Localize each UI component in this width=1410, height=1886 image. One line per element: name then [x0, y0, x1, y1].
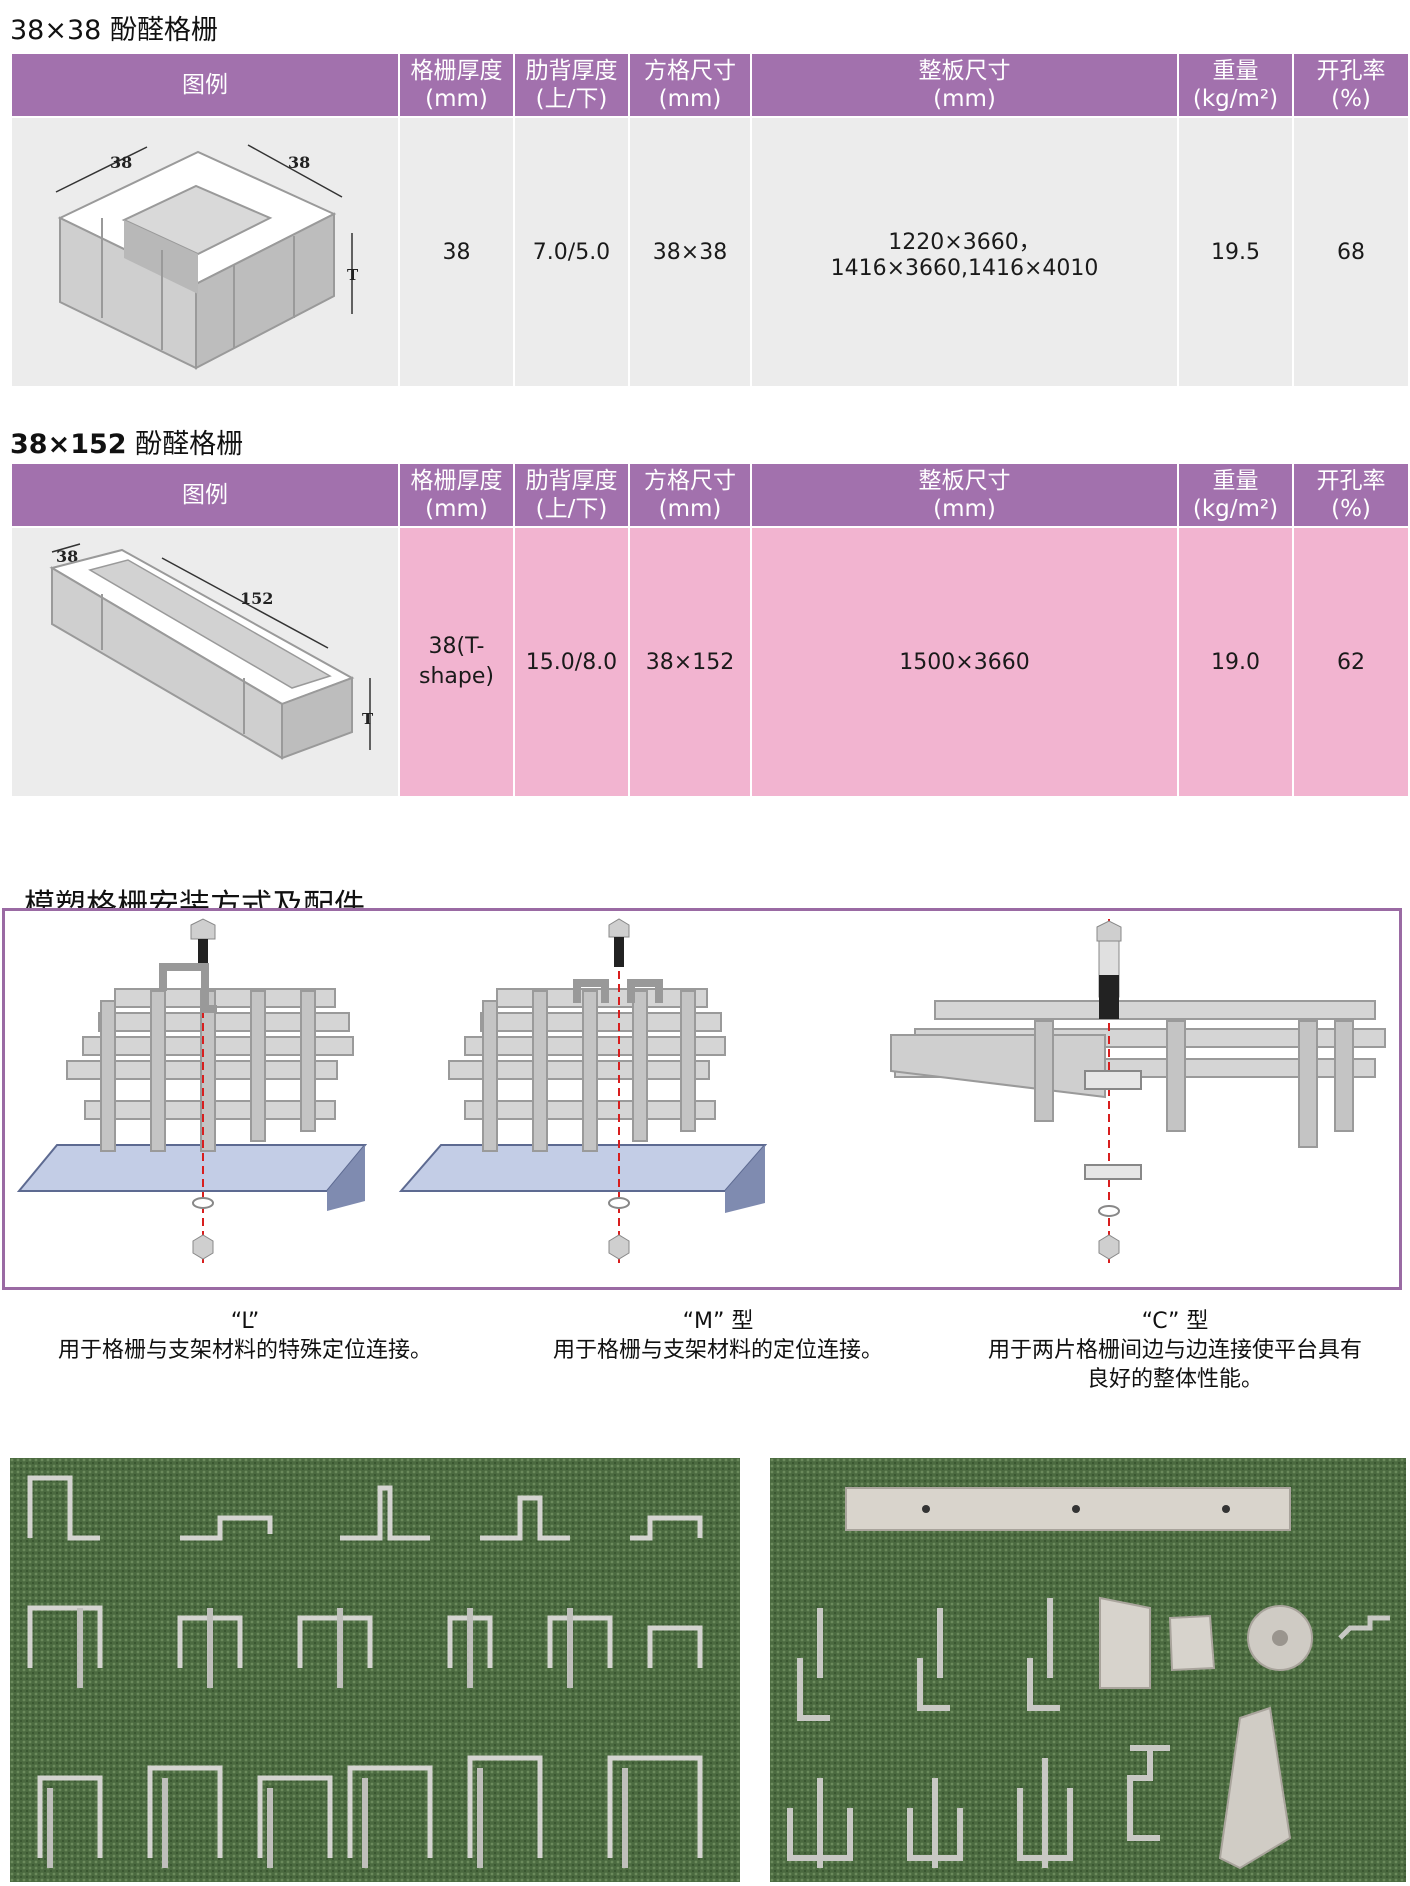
caption-desc: 用于格栅与支架材料的特殊定位连接。 [57, 1338, 432, 1363]
caption-type: “C” 型 [1141, 1309, 1209, 1334]
grating-38x38-illustration: 38 38 T [12, 118, 398, 386]
section1-size: 38×38 [10, 15, 102, 46]
col-header: 图例 [12, 54, 398, 116]
caption-type: “M” 型 [682, 1309, 754, 1334]
thickness-cell: 38 [400, 118, 513, 386]
rib-cell: 15.0/8.0 [515, 528, 628, 796]
col-header: 格栅厚度(mm) [400, 464, 513, 526]
col-header: 方格尺寸(mm) [630, 464, 750, 526]
section1-title: 38×38 酚醛格栅 [10, 8, 218, 47]
caption-c-type: “C” 型 用于两片格栅间边与边连接使平台具有良好的整体性能。 [982, 1307, 1368, 1394]
col-header: 格栅厚度(mm) [400, 54, 513, 116]
caption-desc: 用于两片格栅间边与边连接使平台具有良好的整体性能。 [987, 1338, 1362, 1392]
table-row: 38 38 T 38 7.0/5.0 38×38 1220×3660，1416×… [12, 118, 1408, 386]
col-header: 开孔率(%) [1294, 464, 1408, 526]
spec-table-38x152: 图例 格栅厚度(mm) 肋背厚度(上/下) 方格尺寸(mm) 整板尺寸(mm) … [10, 462, 1410, 798]
svg-text:38: 38 [110, 153, 132, 172]
thickness-cell: 38(T-shape) [400, 528, 513, 796]
col-header: 开孔率(%) [1294, 54, 1408, 116]
m-clip-diagram [398, 918, 768, 1263]
svg-text:T: T [347, 266, 359, 284]
svg-text:38: 38 [288, 153, 310, 172]
section2-size: 38×152 [10, 429, 127, 460]
l-clip-diagram [16, 918, 368, 1263]
col-header: 整板尺寸(mm) [752, 54, 1177, 116]
section1-name: 酚醛格栅 [109, 15, 218, 46]
svg-text:T: T [362, 710, 374, 728]
open-area-cell: 62 [1294, 528, 1408, 796]
svg-text:38: 38 [56, 547, 78, 566]
col-header: 整板尺寸(mm) [752, 464, 1177, 526]
section2-name: 酚醛格栅 [135, 429, 244, 460]
rib-cell: 7.0/5.0 [515, 118, 628, 386]
col-header: 图例 [12, 464, 398, 526]
caption-m-type: “M” 型 用于格栅与支架材料的定位连接。 [508, 1307, 928, 1365]
col-header: 肋背厚度(上/下) [515, 464, 628, 526]
panel-cell: 1500×3660 [752, 528, 1177, 796]
c-clip-diagram [890, 919, 1386, 1263]
grating-38x152-illustration: 38 152 T [12, 528, 398, 796]
table-header-row: 图例 格栅厚度(mm) 肋背厚度(上/下) 方格尺寸(mm) 整板尺寸(mm) … [12, 54, 1408, 116]
table-header-row: 图例 格栅厚度(mm) 肋背厚度(上/下) 方格尺寸(mm) 整板尺寸(mm) … [12, 464, 1408, 526]
open-area-cell: 68 [1294, 118, 1408, 386]
table-row: 38 152 T 38(T-shape) 15.0/8.0 38×152 150… [12, 528, 1408, 796]
col-header: 重量(kg/m²) [1179, 54, 1292, 116]
col-header: 重量(kg/m²) [1179, 464, 1292, 526]
clips-photo [10, 1458, 740, 1882]
caption-desc: 用于格栅与支架材料的定位连接。 [552, 1338, 883, 1363]
accessories-photo [770, 1458, 1406, 1882]
section2-title: 38×152 酚醛格栅 [10, 422, 243, 461]
mesh-cell: 38×38 [630, 118, 750, 386]
col-header: 方格尺寸(mm) [630, 54, 750, 116]
install-diagram-box [2, 908, 1402, 1290]
caption-type: “L” [230, 1309, 260, 1334]
panel-cell: 1220×3660，1416×3660,1416×4010 [752, 118, 1177, 386]
mesh-cell: 38×152 [630, 528, 750, 796]
caption-l-type: “L” 用于格栅与支架材料的特殊定位连接。 [40, 1307, 450, 1365]
col-header: 肋背厚度(上/下) [515, 54, 628, 116]
weight-cell: 19.5 [1179, 118, 1292, 386]
svg-text:152: 152 [240, 589, 273, 608]
weight-cell: 19.0 [1179, 528, 1292, 796]
spec-table-38x38: 图例 格栅厚度(mm) 肋背厚度(上/下) 方格尺寸(mm) 整板尺寸(mm) … [10, 52, 1410, 388]
